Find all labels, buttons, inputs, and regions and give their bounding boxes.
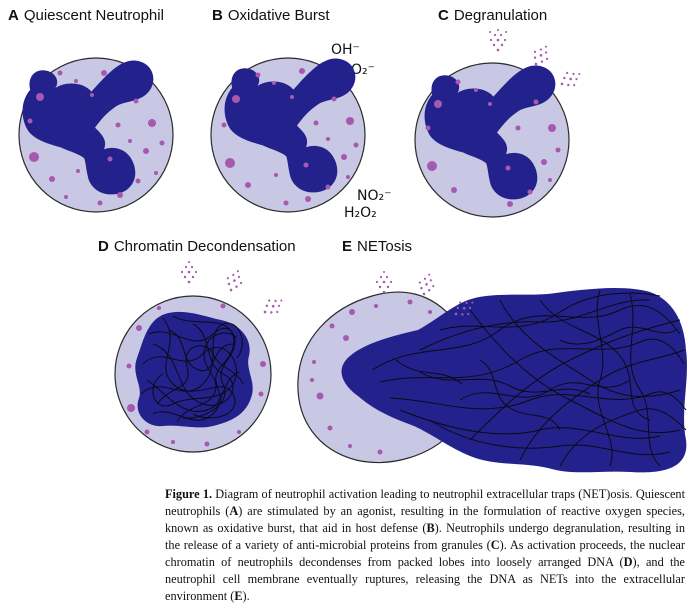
granule-release-spray <box>489 29 581 87</box>
panel-c-letter: C <box>438 7 449 24</box>
panel-a-letter: A <box>8 7 19 24</box>
caption-text-3: ). Neutrophils undergo degranulation, re… <box>165 521 685 552</box>
granules <box>425 79 561 207</box>
caption-ref-a: A <box>229 504 239 518</box>
panel-d-text: Chromatin Decondensation <box>113 238 296 255</box>
superoxide-label: O₂⁻ <box>351 62 376 78</box>
hydrogen-peroxide-label: H₂O₂ <box>344 205 377 221</box>
chromatin-fibers <box>140 315 244 423</box>
caption-text-5: ), and the neutrophil cell membrane even… <box>165 555 685 603</box>
granules <box>221 68 359 206</box>
oxidative-burst-neutrophil <box>210 57 366 213</box>
panel-e-letter: E <box>342 238 353 255</box>
panel-c-text: Degranulation <box>453 7 548 24</box>
granule-release-spray <box>180 261 283 314</box>
panel-a-text: Quiescent Neutrophil <box>23 7 164 24</box>
granules <box>310 299 432 455</box>
caption-ref-c: C <box>490 538 500 552</box>
neutrophil-illustration <box>18 29 687 473</box>
decondensed-nucleus <box>135 311 253 428</box>
caption-ref-b: B <box>426 521 435 535</box>
netosis-cell <box>297 271 687 473</box>
nitrite-label: NO₂⁻ <box>357 188 392 204</box>
panel-b-text: Oxidative Burst <box>227 7 330 24</box>
caption-text-6: ). <box>242 589 250 603</box>
degranulating-neutrophil <box>414 29 581 218</box>
figure-caption: Figure 1. Diagram of neutrophil activati… <box>165 486 685 605</box>
chromatin-decondensation-cell <box>114 261 283 453</box>
granule-release-spray <box>375 271 474 316</box>
caption-label: Figure 1. <box>165 487 213 501</box>
panel-b-letter: B <box>212 7 223 24</box>
quiescent-neutrophil <box>18 57 174 213</box>
caption-text-1: Diagram of neutrophil activation leading… <box>165 487 685 518</box>
caption-text-4: ). As activation proceeds, the nuclear c… <box>165 538 685 569</box>
panel-e-text: NETosis <box>357 238 413 255</box>
chromatin-fibers <box>371 289 687 467</box>
caption-text-2: ) are stimulated by an agonist, resultin… <box>165 504 685 535</box>
hydroxide-label: OH⁻ <box>331 42 360 58</box>
caption-ref-d: D <box>623 555 633 569</box>
granules <box>27 70 165 206</box>
granules <box>126 303 266 447</box>
panel-d-letter: D <box>98 238 109 255</box>
caption-ref-e: E <box>234 589 243 603</box>
